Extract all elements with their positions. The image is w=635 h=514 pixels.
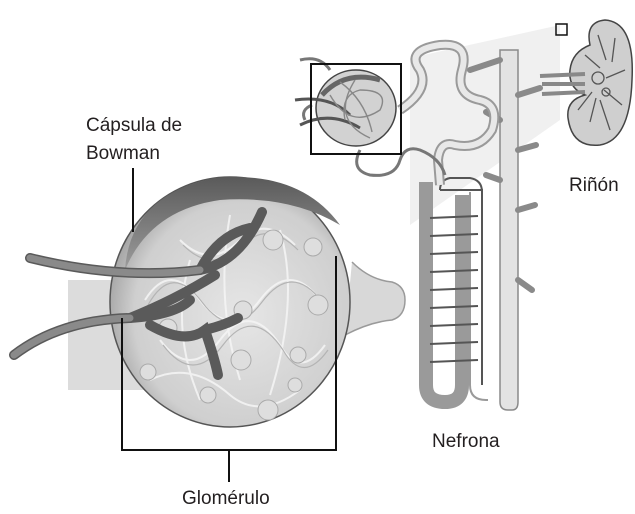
bowman-capsule: [14, 177, 405, 427]
kidney-label: Riñón: [569, 174, 619, 198]
capsule-label-line2: Bowman: [86, 142, 160, 166]
capsule-label-line1: Cápsula de: [86, 114, 182, 138]
glomerulus-label: Glomérulo: [182, 487, 270, 511]
nephron-label: Nefrona: [432, 430, 500, 454]
